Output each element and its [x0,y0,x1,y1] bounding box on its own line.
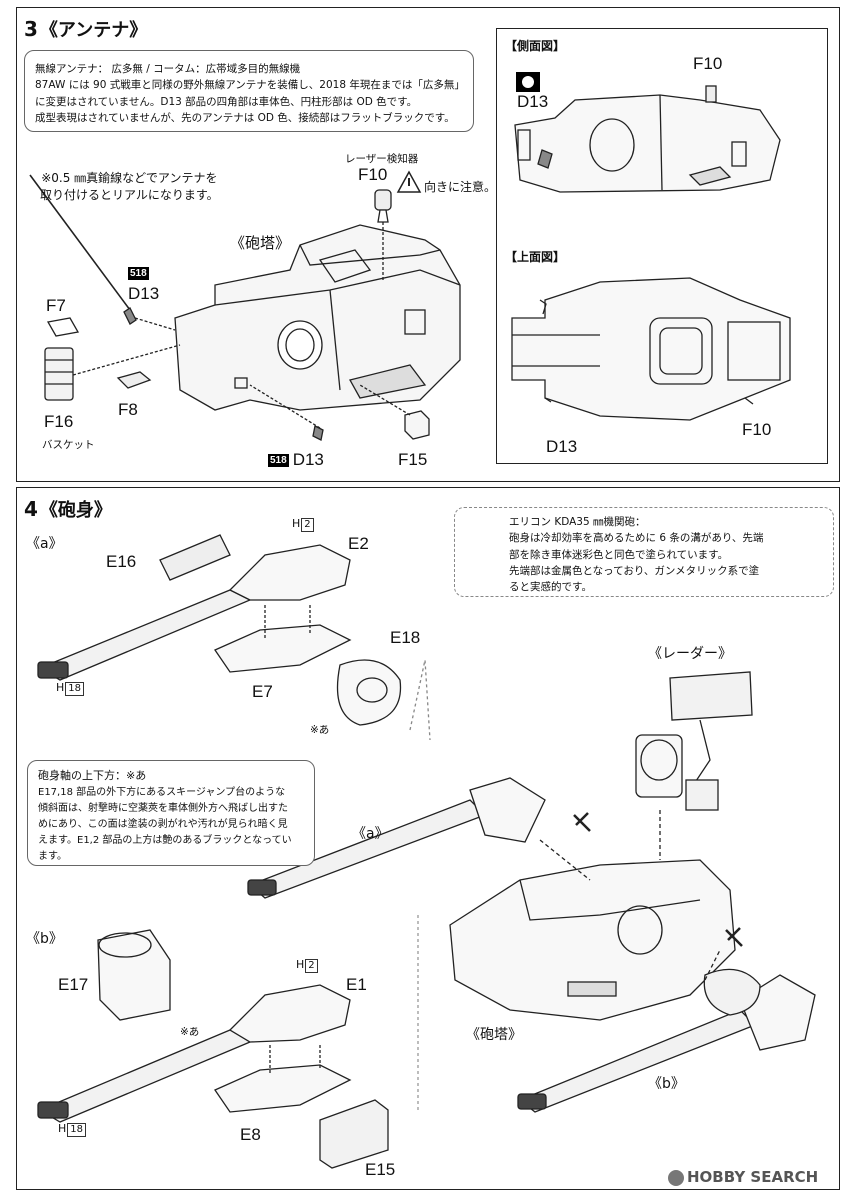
barrel-a-illustration [37,534,402,726]
top-view-illustration [511,277,791,421]
oerlikon-note: エリコン KDA35 ㎜機関砲： 砲身は冷却効率を高めるために 6 条の溝があり… [454,507,834,597]
step4-frame [16,487,840,1190]
part-f16-label: F16 [44,412,74,431]
part-e7-label: E7 [252,682,273,701]
part-e2-label: E2 [348,534,369,553]
turret-label: 《砲塔》 [230,234,291,252]
part-f15-label: F15 [398,450,428,469]
turret-assembly-illustration [247,671,816,1113]
watermark-text: HOBBY SEARCH [687,1168,819,1186]
step3-heading: 3《アンテナ》 [24,16,147,42]
oerlikon-note-line-2: 部を除き車体迷彩色と同色で塗られています。 [509,548,729,561]
step3-number: 3 [24,17,38,41]
d13-paint-icon [516,72,540,92]
part-e1-label: E1 [346,975,367,994]
step4-heading: 4《砲身》 [24,496,112,522]
side-view-f10: F10 [693,54,723,73]
part-a-h2-number: 2 [301,518,314,532]
gun-axis-note: 砲身軸の上下方：※あ E17,18 部品の外下方にあるスキージャンプ台のような … [27,760,315,866]
part-b-h18-letter: H [58,1122,67,1135]
step4-number: 4 [24,497,38,521]
part-e17-label: E17 [58,975,89,994]
part-f16-sub: バスケット [42,439,95,451]
part-b-h2-number: 2 [305,959,318,973]
wire-note-line-2: 取り付けるとリアルになります。 [40,187,219,202]
assembly-b-label: 《b》 [648,1076,685,1092]
part-b-h18-number: 18 [67,1123,87,1137]
turret-illustration [174,224,461,411]
gun-axis-note-line-2: 傾斜面は、射撃時に空薬莢を車体側外方へ飛ばし出すた [38,802,288,814]
part-f10-label: F10 [358,165,388,184]
step3-title: 《アンテナ》 [39,20,148,41]
part-d13-text: D13 [128,284,160,304]
antenna-note-line-3: に変更はされていません。D13 部品の四角部は車体色、円柱形部は OD 色です。 [35,95,418,108]
gun-axis-note-line-1: E17,18 部品の外下方にあるスキージャンプ台のような [38,786,286,798]
part-d13-label: 518 D13 [128,262,159,305]
antenna-note: 無線アンテナ： 広多無 / コータム：広帯域多目的無線機 87AW には 90 … [24,50,474,132]
part-a-h18-letter: H [56,681,65,694]
part-d13-lower-text: D13 [292,450,324,469]
radar-label: 《レーダー》 [648,646,732,662]
part-f7-label: F7 [46,296,66,315]
part-f8-label: F8 [118,400,138,419]
oerlikon-note-line-1: 砲身は冷却効率を高めるために 6 条の溝があり、先端 [509,532,764,545]
assembly-turret-label: 《砲塔》 [466,1027,522,1043]
step4-title: 《砲身》 [39,500,112,521]
gun-axis-note-title: 砲身軸の上下方：※あ [38,769,147,782]
antenna-note-line-2: 87AW には 90 式戦車と同様の野外無線アンテナを装備し、2018 年現在ま… [35,79,465,92]
side-view-illustration [514,85,781,193]
section-b-label: 《b》 [26,931,63,947]
part-e15-label: E15 [365,1160,396,1179]
oerlikon-note-title: エリコン KDA35 ㎜機関砲： [509,516,646,528]
view-panel-frame [496,28,828,464]
side-view-d13: D13 [517,92,549,111]
paint-code-tag-lower: 518 [268,454,289,468]
watermark-logo-icon [668,1169,684,1186]
barrel-b-illustration [37,929,389,1169]
part-b-h2-letter: H [296,958,305,971]
antenna-note-line-4: 成型表現はされていませんが、先のアンテナは OD 色、接続部はフラットブラックで… [35,111,455,124]
antenna-note-line-1: 無線アンテナ： 広多無 / コータム：広帯域多目的無線機 [35,63,301,75]
oerlikon-note-line-4: ると実感的です。 [509,581,592,594]
wire-note-line-1: ※0.5 ㎜真鍮線などでアンテナを [41,171,218,185]
top-view-d13: D13 [546,437,578,456]
gun-axis-note-line-5: ます。 [38,850,67,862]
part-e8-label: E8 [240,1125,261,1144]
gun-axis-note-line-4: えます。E1,2 部品の上方は艶のあるブラックとなってい [38,834,292,846]
part-b-mark: ※あ [180,1026,200,1038]
wire-note: ※0.5 ㎜真鍮線などでアンテナを 取り付けるとリアルになります。 [40,170,219,204]
assembly-a-label: 《a》 [352,826,389,842]
hobby-search-watermark: HOBBY SEARCH [668,1168,818,1186]
gun-axis-note-line-3: めにあり、この面は塗装の剥がれや汚れが見られ暗く見 [38,818,288,830]
laser-note: レーザー検知器 [345,153,419,165]
part-e16-label: E16 [106,552,137,571]
step3-frame [16,7,840,482]
part-a-h18-number: 18 [65,682,85,696]
part-e18-label: E18 [390,628,421,647]
section-a-label: 《a》 [26,536,63,552]
top-view-title: 【上面図】 [505,250,566,264]
part-a-mark: ※あ [310,724,330,736]
top-view-f10: F10 [742,420,772,439]
paint-code-tag: 518 [128,267,149,281]
part-a-h2-letter: H [292,517,301,530]
oerlikon-note-line-3: 先端部は金属色となっており、ガンメタリック系で塗 [509,564,760,577]
caution-text: 向きに注意。 [424,180,497,194]
side-view-title: 【側面図】 [505,39,566,53]
